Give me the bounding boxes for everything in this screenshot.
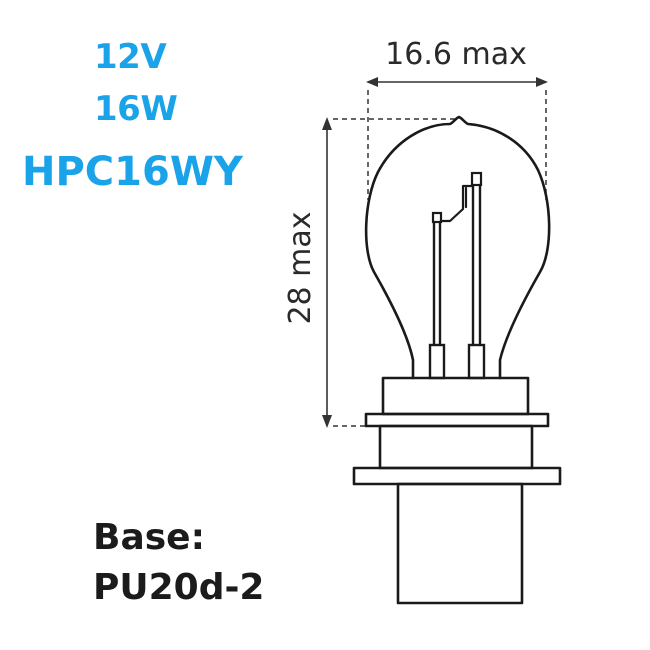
height-arrow-bottom xyxy=(322,415,332,428)
base-collar xyxy=(378,424,534,470)
filament-wire xyxy=(439,184,474,223)
base-flange xyxy=(364,412,550,428)
base-ring xyxy=(352,466,562,486)
base-value: PU20d-2 xyxy=(93,567,265,608)
width-arrow-right xyxy=(536,77,548,87)
base-body xyxy=(396,482,524,605)
voltage-label: 12V xyxy=(94,37,167,77)
glass-envelope xyxy=(364,115,551,380)
filament-assembly xyxy=(428,171,486,380)
right-post-foot xyxy=(467,343,486,380)
model-label: HPC16WY xyxy=(22,149,243,195)
left-post-cap xyxy=(431,211,443,224)
width-dimension-label: 16.6 max xyxy=(385,37,527,72)
left-post-foot xyxy=(428,343,446,380)
height-arrow-top xyxy=(322,117,332,130)
height-dimension-label: 28 max xyxy=(283,211,318,324)
base-label: Base: xyxy=(93,517,205,558)
bulb-neck xyxy=(381,376,530,416)
height-dimension: 28 max xyxy=(283,117,455,428)
width-dimension: 16.6 max xyxy=(366,37,548,200)
bulb-outline xyxy=(352,115,562,605)
wattage-label: 16W xyxy=(94,89,178,129)
width-arrow-left xyxy=(366,77,378,87)
right-post-cap xyxy=(470,171,483,187)
